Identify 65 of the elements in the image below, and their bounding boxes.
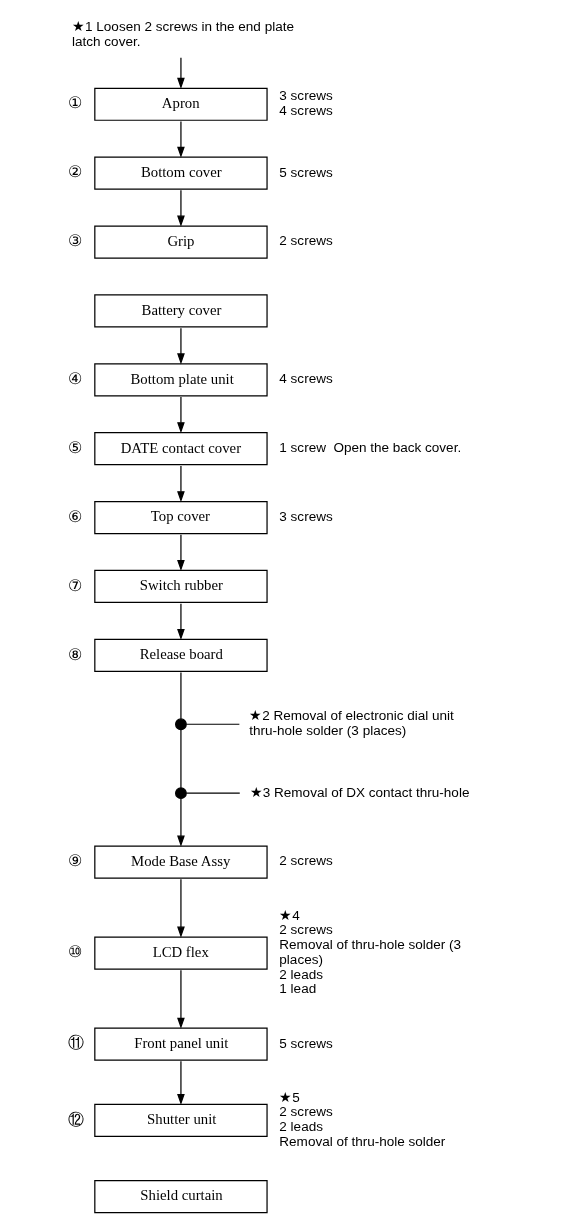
node-box: Battery cover bbox=[94, 294, 268, 328]
node-label: ★5 bbox=[279, 1089, 300, 1105]
node-label: ② bbox=[68, 163, 83, 181]
node-label: 1 screw Open the back cover. bbox=[279, 440, 462, 456]
node-box: Shield curtain bbox=[94, 1180, 268, 1214]
node-label: 3 screws bbox=[279, 509, 333, 525]
node-box: LCD flex bbox=[94, 936, 268, 970]
node-label: ① bbox=[68, 94, 83, 112]
node-box: Bottom plate unit bbox=[94, 363, 268, 397]
node-label: 2 leads bbox=[279, 1119, 323, 1135]
node-label: 5 screws bbox=[279, 1035, 333, 1051]
connector bbox=[185, 723, 240, 725]
arrow bbox=[177, 603, 185, 640]
node-box: Grip bbox=[94, 225, 268, 259]
node-label: 2 screws bbox=[279, 922, 333, 938]
node-label: ⑥ bbox=[68, 507, 83, 525]
connector bbox=[180, 671, 182, 720]
node-label: 2 screws bbox=[279, 853, 333, 869]
arrow bbox=[177, 396, 185, 434]
node-text: ★3 Removal of DX contact thru-hole bbox=[249, 784, 470, 800]
arrow bbox=[177, 57, 185, 89]
node-label: 1 lead bbox=[279, 981, 317, 997]
arrow bbox=[177, 120, 185, 158]
node-label: ③ bbox=[68, 232, 83, 250]
node-circle bbox=[175, 718, 187, 731]
node-text: ★1 Loosen 2 screws in the end plate latch cover. bbox=[72, 19, 294, 50]
node-label: 2 screws bbox=[279, 1104, 333, 1120]
node-label: ⑨ bbox=[68, 852, 83, 870]
arrow bbox=[177, 534, 185, 572]
connector bbox=[180, 729, 182, 789]
connector bbox=[185, 792, 241, 794]
node-label: 3 screws bbox=[279, 88, 333, 104]
node-label: ④ bbox=[68, 369, 83, 387]
node-box: Release board bbox=[94, 638, 268, 672]
node-label: ⑪ bbox=[68, 1034, 85, 1052]
node-label: ⑩ bbox=[68, 943, 83, 961]
node-label: ⑧ bbox=[68, 645, 83, 663]
node-circle bbox=[175, 787, 187, 800]
node-label: 4 screws bbox=[279, 103, 333, 119]
node-box: DATE contact cover bbox=[94, 432, 268, 466]
node-label: ⑤ bbox=[68, 438, 83, 456]
node-label: 2 screws bbox=[279, 233, 333, 249]
node-label: 2 leads bbox=[279, 966, 323, 982]
arrow bbox=[177, 327, 185, 365]
node-label: 4 screws bbox=[279, 371, 333, 387]
node-label: Removal of thru-hole solder bbox=[279, 1133, 446, 1149]
node-box: Shutter unit bbox=[94, 1103, 268, 1137]
node-label: 5 screws bbox=[279, 164, 333, 180]
arrow bbox=[177, 969, 185, 1029]
node-label: ⑦ bbox=[68, 576, 83, 594]
node-box: Switch rubber bbox=[94, 569, 268, 604]
node-box: Front panel unit bbox=[94, 1027, 268, 1061]
arrow bbox=[177, 465, 185, 503]
node-label: ★4 bbox=[279, 907, 300, 923]
node-label: ⑫ bbox=[68, 1110, 85, 1128]
node-box: Top cover bbox=[94, 501, 268, 535]
arrow bbox=[177, 878, 185, 938]
node-label: Removal of thru-hole solder (3 places) bbox=[279, 937, 462, 967]
node-box: Bottom cover bbox=[94, 156, 268, 190]
arrow bbox=[177, 189, 185, 227]
arrow bbox=[177, 1060, 185, 1105]
arrow bbox=[177, 797, 185, 847]
node-box: Mode Base Assy bbox=[94, 845, 268, 879]
node-text: ★2 Removal of electronic dial unit thru-hole solder (3 places) bbox=[249, 708, 454, 739]
node-box: Apron bbox=[94, 87, 268, 121]
